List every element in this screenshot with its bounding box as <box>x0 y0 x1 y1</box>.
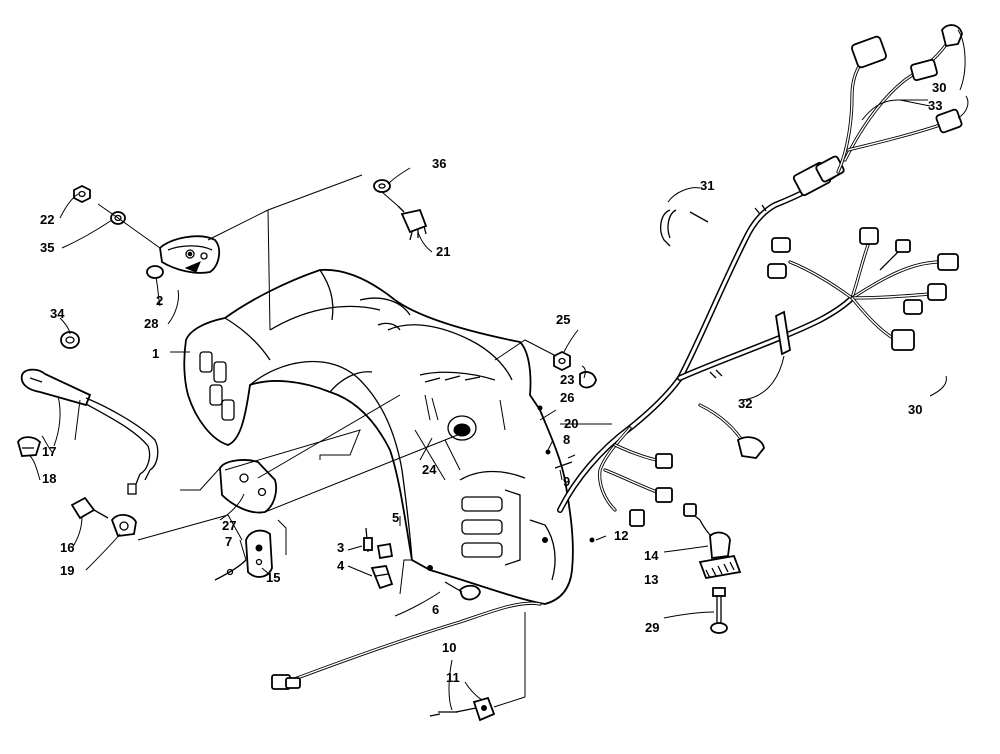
callout-label-36: 36 <box>432 156 446 171</box>
callout-leaders <box>29 29 969 711</box>
callout-label-10: 10 <box>442 640 456 655</box>
callout-label-34: 34 <box>50 306 65 321</box>
callout-label-9: 9 <box>563 474 570 489</box>
callout-label-8: 8 <box>563 432 570 447</box>
callout-label-11: 11 <box>446 670 460 685</box>
leader-lines <box>74 174 576 708</box>
callout-label-16: 16 <box>60 540 74 555</box>
clips <box>363 527 481 601</box>
throttle-assembly <box>17 331 159 495</box>
callout-label-30: 30 <box>932 80 946 95</box>
callout-label-18: 18 <box>42 471 56 486</box>
callout-label-6: 6 <box>432 602 439 617</box>
callout-label-19: 19 <box>60 563 74 578</box>
callout-label-23: 23 <box>560 372 574 387</box>
toggle-switch <box>373 179 428 241</box>
main-harness <box>557 24 963 634</box>
callout-label-21: 21 <box>436 244 450 259</box>
callout-label-17: 17 <box>42 444 56 459</box>
callout-label-3: 3 <box>337 540 344 555</box>
key-switch <box>70 496 137 537</box>
callout-label-24: 24 <box>422 462 437 477</box>
callout-label-13: 13 <box>644 572 658 587</box>
callout-label-32: 32 <box>738 396 752 411</box>
callout-label-15: 15 <box>266 570 280 585</box>
callout-label-1: 1 <box>152 346 159 361</box>
fasteners <box>73 184 597 543</box>
callout-label-20: 20 <box>564 416 578 431</box>
callout-label-4: 4 <box>337 558 345 573</box>
callout-label-5: 5 <box>392 510 399 525</box>
lower-bezel <box>219 459 278 514</box>
callout-label-2: 2 <box>156 293 163 308</box>
callout-label-12: 12 <box>614 528 628 543</box>
callout-label-35: 35 <box>40 240 54 255</box>
lower-harness <box>271 601 542 722</box>
callout-label-14: 14 <box>644 548 659 563</box>
callout-label-25: 25 <box>556 312 570 327</box>
callout-label-27: 27 <box>222 518 236 533</box>
callout-label-31: 31 <box>700 178 714 193</box>
callout-label-22: 22 <box>40 212 54 227</box>
wire-7 <box>214 559 247 581</box>
callout-label-26: 26 <box>560 390 574 405</box>
callout-label-29: 29 <box>645 620 659 635</box>
callout-label-7: 7 <box>225 534 232 549</box>
callout-label-30: 30 <box>908 402 922 417</box>
bracket-15 <box>245 529 273 578</box>
callout-labels: 1234567891011121314151617181920212223242… <box>40 80 946 685</box>
callout-label-33: 33 <box>928 98 942 113</box>
switch-bezel <box>146 235 221 279</box>
callout-label-28: 28 <box>144 316 158 331</box>
